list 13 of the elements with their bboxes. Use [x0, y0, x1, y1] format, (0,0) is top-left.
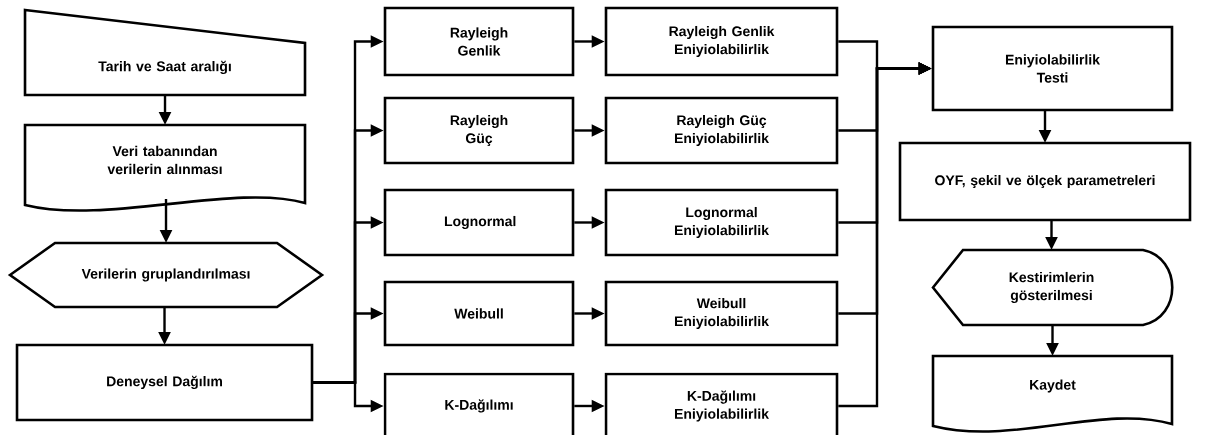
process-box: OYF, şekil ve ölçek parametreleri [898, 141, 1192, 222]
process-box: Rayleigh Genlik [383, 6, 575, 77]
process-box: Rayleigh Güç [383, 96, 575, 165]
process-box: Rayleigh Genlik Eniyiolabilirlik [604, 6, 839, 77]
process-box: Eniyiolabilirlik Testi [931, 25, 1174, 112]
process-box: Rayleigh Güç Eniyiolabilirlik [604, 96, 839, 165]
process-box: Lognormal [383, 188, 575, 257]
process-box: Deneysel Dağılım [15, 343, 314, 422]
process-box: Lognormal Eniyiolabilirlik [604, 188, 839, 257]
process-box: Weibull Eniyiolabilirlik [604, 280, 839, 347]
process-box: K-Dağılımı Eniyiolabilirlik [604, 372, 839, 435]
process-box: K-Dağılımı [383, 372, 575, 435]
process-box: Weibull [383, 280, 575, 347]
